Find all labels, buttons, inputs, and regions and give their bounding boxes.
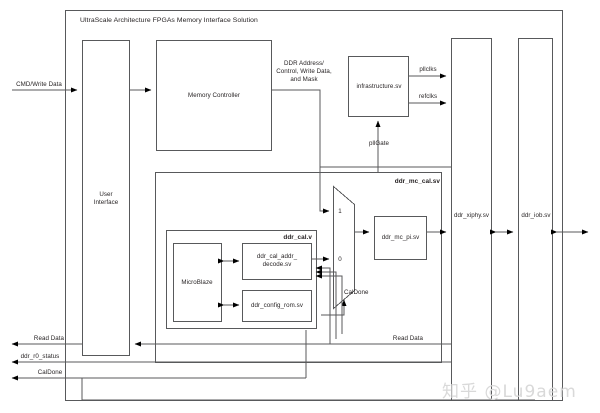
- caldone-output-label: CalDone: [37, 369, 63, 376]
- ddr-iob-box: [518, 38, 553, 401]
- mux-shape: [333, 185, 355, 310]
- ddr-config-rom-label: ddr_config_rom.sv: [251, 302, 303, 309]
- wire-mc-to-xiphy: [271, 89, 451, 168]
- wire-to-mux-1: [319, 167, 330, 214]
- ddr-cal-label: ddr_cal.v: [283, 234, 312, 241]
- ddr-mc-cal-label: ddr_mc_cal.sv: [394, 178, 440, 185]
- pllclks-label: pllclks: [419, 66, 437, 73]
- user-interface-box: [82, 40, 130, 356]
- wire-feedback-2: [315, 269, 337, 339]
- mux-input-one-label: 1: [338, 208, 342, 215]
- microblaze-box: [173, 243, 222, 322]
- ddr-mc-pi-box: [374, 216, 427, 260]
- ddr-config-rom-box: [242, 290, 312, 322]
- microblaze-label: MicroBlaze: [181, 279, 213, 286]
- ddr-cal-box: [166, 230, 317, 329]
- watermark: 知乎 @Lu9aem: [442, 382, 577, 402]
- refclks-label: refclks: [418, 93, 438, 100]
- read-data-right-label: Read Data: [392, 335, 424, 342]
- mux-input-zero-label: 0: [338, 256, 342, 263]
- ddr-r0-status-label: ddr_r0_status: [20, 353, 60, 360]
- ddr-address-control-label: DDR Address/ Control, Write Data, and Ma…: [276, 60, 332, 84]
- memory-controller-label: Memory Controller: [188, 92, 240, 99]
- ddr-mc-pi-label: ddr_mc_pi.sv: [381, 234, 420, 241]
- wire-feedback-3: [315, 273, 343, 334]
- ddr-xiphy-label: ddr_xiphy.sv: [453, 212, 490, 219]
- ddr-cal-addr-decode-label: ddr_cal_addr_ decode.sv: [256, 253, 298, 269]
- diagram-title: UltraScale Architecture FPGAs Memory Int…: [80, 17, 258, 24]
- memory-controller-box: [156, 40, 272, 151]
- user-interface-label: User Interface: [93, 191, 119, 207]
- infrastructure-box: [348, 56, 409, 117]
- infrastructure-label: infrastructure.sv: [356, 83, 402, 90]
- ddr-cal-addr-decode-box: [242, 243, 312, 280]
- caldone-select-label: CalDone: [344, 289, 369, 296]
- wire-caldone-select: [321, 299, 347, 316]
- pllgate-label: pllGate: [368, 140, 390, 147]
- wire-bottom-bus: [81, 378, 535, 401]
- cmd-write-data-label: CMD/Write Data: [16, 81, 62, 88]
- wire-feedback-1: [315, 265, 441, 345]
- ddr-iob-label: ddr_iob.sv: [521, 212, 551, 219]
- read-data-left-label: Read Data: [33, 335, 65, 342]
